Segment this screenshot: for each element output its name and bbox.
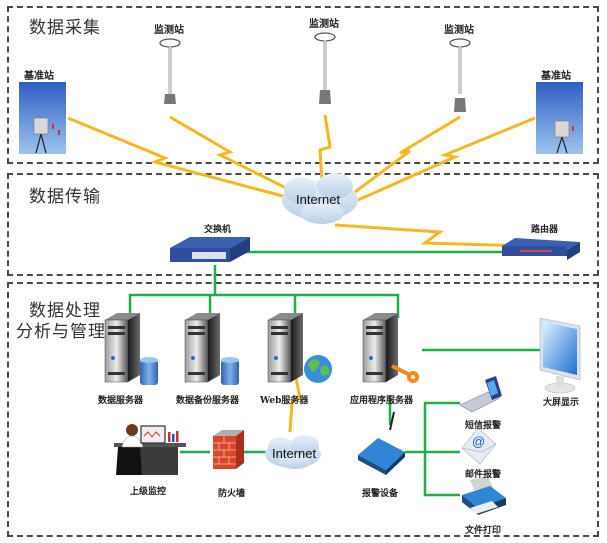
server-web	[267, 313, 332, 383]
wireless-link-base-right	[357, 116, 536, 202]
server-application	[362, 313, 419, 383]
wireless-links	[67, 114, 536, 433]
internet-cloud-lower	[265, 435, 321, 469]
internet-main-label: Internet	[296, 192, 341, 207]
wireless-link-router	[334, 223, 526, 248]
alarm-device-label: 报警设备	[362, 489, 399, 499]
server-web-label: Web服务器	[260, 396, 309, 406]
base-station-left	[19, 82, 66, 154]
sms-phone-icon	[459, 376, 502, 413]
server-application-label: 应用程序服务器	[350, 396, 414, 406]
section-data-transmission	[7, 173, 599, 276]
section-data-processing	[7, 282, 599, 537]
monitor-station-3	[449, 38, 471, 112]
internet-cloud-main	[282, 173, 358, 224]
section-title-processing-line1: 数据处理	[29, 301, 101, 321]
wireless-link-web-internet	[288, 377, 302, 433]
large-display-monitor	[539, 317, 581, 394]
section-title-transmission: 数据传输	[29, 187, 101, 207]
monitor-station-2-label: 监测站	[309, 19, 339, 30]
base-station-right	[536, 82, 583, 154]
supervisor-monitor-label: 上级监控	[130, 487, 167, 497]
wireless-link-monitor-1	[169, 115, 291, 192]
switch-device	[170, 237, 250, 262]
server-data	[104, 313, 158, 385]
email-alarm-label: 邮件报警	[465, 470, 502, 480]
monitor-station-2	[314, 32, 336, 104]
switch-label: 交换机	[204, 225, 232, 235]
monitor-station-1	[159, 38, 181, 104]
base-station-right-label: 基准站	[541, 71, 571, 82]
section-data-collection	[7, 6, 599, 164]
printer-icon	[462, 476, 506, 515]
email-envelope-icon: @	[461, 427, 497, 465]
monitor-station-3-label: 监测站	[444, 25, 474, 36]
router-device	[502, 238, 580, 260]
server-backup-label: 数据备份服务器	[176, 396, 240, 406]
wired-links	[128, 250, 540, 497]
server-backup	[184, 313, 239, 385]
wireless-link-monitor-2	[318, 114, 332, 183]
key-icon	[391, 364, 419, 383]
wireless-link-monitor-3	[354, 115, 461, 194]
router-label: 路由器	[531, 225, 559, 235]
internet-lower-label: Internet	[272, 446, 317, 461]
svg-text:@: @	[472, 434, 485, 449]
alarm-device	[358, 411, 405, 475]
wireless-link-base-left	[67, 116, 291, 200]
firewall-brick	[213, 430, 244, 469]
supervisor-workstation	[114, 424, 186, 475]
server-data-label: 数据服务器	[98, 396, 144, 406]
file-print-label: 文件打印	[465, 526, 502, 536]
section-title-collection: 数据采集	[29, 18, 101, 38]
sms-alarm-label: 短信报警	[465, 421, 502, 431]
section-title-processing-line2: 分析与管理	[16, 322, 106, 342]
firewall-label: 防火墙	[218, 489, 246, 499]
monitor-station-1-label: 监测站	[154, 25, 184, 36]
base-station-left-label: 基准站	[24, 71, 54, 82]
large-display-label: 大屏显示	[543, 398, 580, 408]
